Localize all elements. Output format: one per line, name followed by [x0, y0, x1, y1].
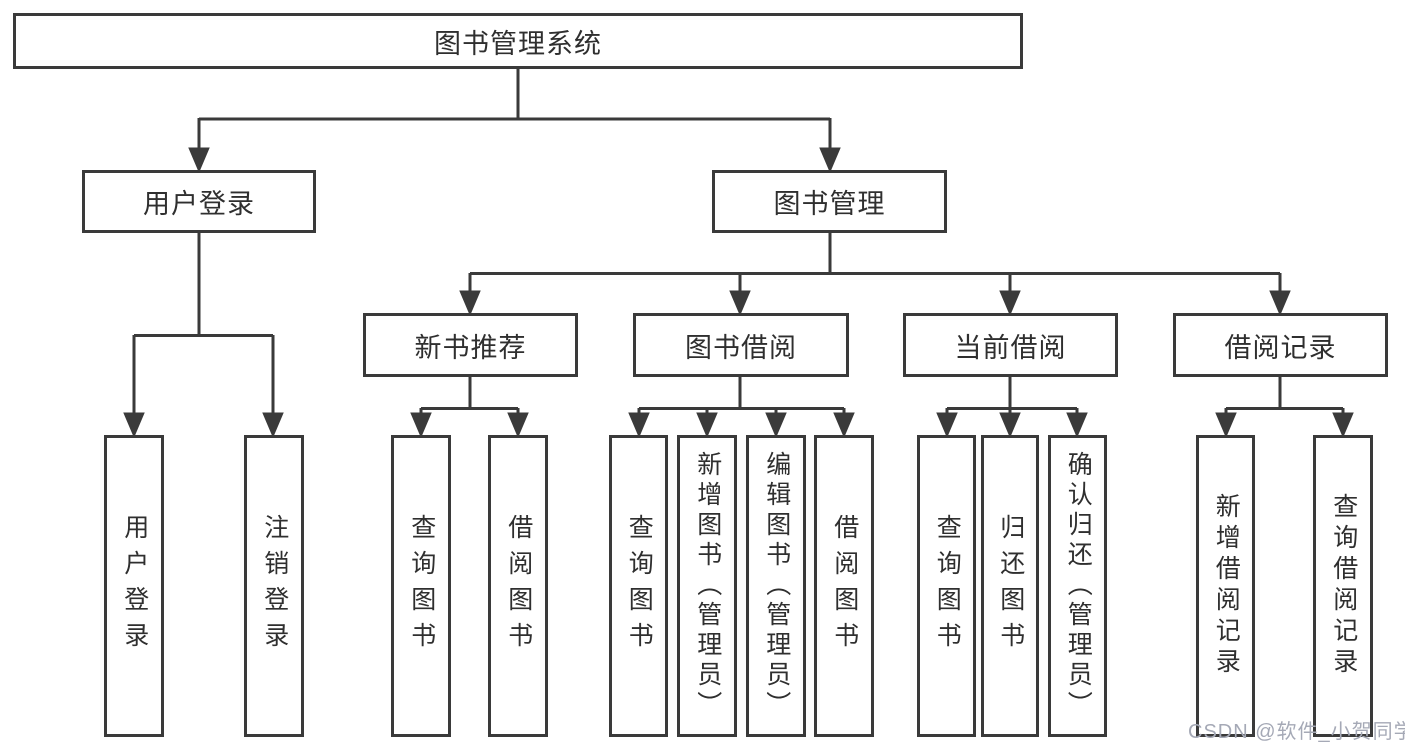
leaf-query-books-borrowing: 查询图书 [609, 435, 668, 737]
leaf-confirm-return-admin-label: 确认归还（管理员） [1064, 451, 1093, 721]
node-borrowing-records-label: 借阅记录 [1224, 332, 1337, 363]
leaf-borrow-books-recommend: 借阅图书 [488, 435, 548, 737]
node-root-label: 图书管理系统 [434, 28, 602, 59]
leaf-query-books-borrowing-label: 查询图书 [625, 514, 654, 658]
node-book-borrowing: 图书借阅 [633, 313, 849, 377]
leaf-logout-label: 注销登录 [260, 514, 289, 658]
leaf-add-borrow-record: 新增借阅记录 [1196, 435, 1255, 737]
leaf-add-books-admin: 新增图书（管理员） [677, 435, 737, 737]
leaf-borrow-books-recommend-label: 借阅图书 [504, 514, 533, 658]
leaf-query-books-current: 查询图书 [917, 435, 976, 737]
node-book-management-label: 图书管理 [773, 189, 886, 219]
node-current-borrowing: 当前借阅 [903, 313, 1118, 377]
leaf-query-books-recommend: 查询图书 [391, 435, 451, 737]
connector-current-borrowing-to-children [936, 377, 1088, 438]
node-new-book-recommend-label: 新书推荐 [414, 332, 527, 363]
leaf-query-books-recommend-label: 查询图书 [407, 514, 436, 658]
leaf-return-books: 归还图书 [981, 435, 1039, 737]
node-new-book-recommend: 新书推荐 [363, 313, 578, 377]
leaf-query-books-current-label: 查询图书 [933, 514, 962, 658]
leaf-confirm-return-admin: 确认归还（管理员） [1048, 435, 1107, 737]
connector-book-borrowing-to-children [628, 377, 855, 438]
node-user-login: 用户登录 [82, 170, 316, 233]
leaf-query-borrow-record-label: 查询借阅记录 [1329, 493, 1358, 679]
leaf-edit-books-admin: 编辑图书（管理员） [746, 435, 806, 737]
leaf-logout: 注销登录 [244, 435, 304, 737]
leaf-borrow-books-borrowing: 借阅图书 [814, 435, 874, 737]
leaf-edit-books-admin-label: 编辑图书（管理员） [762, 451, 791, 721]
node-book-management: 图书管理 [712, 170, 947, 233]
connector-root-to-level2 [188, 69, 841, 173]
leaf-add-borrow-record-label: 新增借阅记录 [1212, 493, 1241, 679]
leaf-user-login-label: 用户登录 [120, 514, 149, 658]
connector-book-management-to-level3 [459, 233, 1291, 316]
watermark: CSDN @软件_小贺同学 [1188, 721, 1405, 743]
leaf-add-books-admin-label: 新增图书（管理员） [693, 451, 722, 721]
node-book-borrowing-label: 图书借阅 [685, 332, 797, 363]
node-user-login-label: 用户登录 [143, 189, 255, 219]
leaf-return-books-label: 归还图书 [996, 514, 1025, 658]
leaf-query-borrow-record: 查询借阅记录 [1313, 435, 1373, 737]
leaf-borrow-books-borrowing-label: 借阅图书 [830, 514, 859, 658]
node-borrowing-records: 借阅记录 [1173, 313, 1388, 377]
node-current-borrowing-label: 当前借阅 [954, 332, 1067, 363]
node-root: 图书管理系统 [13, 13, 1023, 69]
connector-borrowing-records-to-children [1215, 377, 1354, 438]
leaf-user-login: 用户登录 [104, 435, 164, 737]
connector-new-book-recommend-to-children [410, 377, 529, 438]
connector-user-login-to-children [123, 233, 284, 438]
